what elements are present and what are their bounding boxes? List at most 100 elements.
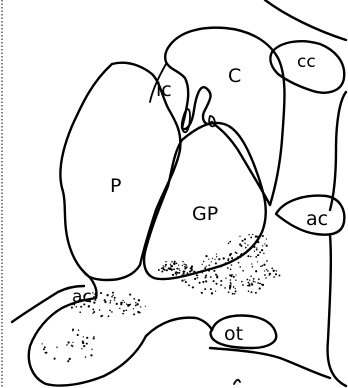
stipple-dot: [230, 282, 232, 284]
stipple-dot: [251, 291, 253, 293]
stipple-dot: [245, 247, 247, 249]
stipple-dot: [234, 293, 236, 295]
stipple-dot: [82, 340, 84, 342]
stipple-dot: [213, 270, 215, 272]
stipple-dot: [112, 292, 114, 294]
stipple-dot: [220, 266, 221, 267]
stipple-dot: [42, 343, 43, 344]
stipple-dot: [233, 276, 235, 278]
stipple-dot: [248, 282, 250, 284]
stipple-dot: [249, 283, 251, 285]
stipple-dot: [252, 266, 254, 268]
stipple-dot: [194, 278, 196, 280]
stipple-dot: [266, 269, 267, 270]
stipple-dot: [228, 243, 230, 245]
stipple-dot: [262, 245, 263, 246]
stipple-dot: [275, 273, 277, 275]
optic-tract-shape: [211, 316, 277, 348]
stipple-dot: [86, 343, 88, 345]
stipple-dot: [111, 296, 113, 298]
stipple-dot: [254, 281, 255, 282]
stipple-dot: [269, 275, 270, 276]
stipple-dot: [92, 308, 94, 310]
label-internal-capsule: ic: [156, 79, 172, 101]
stipple-dot: [182, 261, 183, 262]
stipple-dot: [232, 293, 234, 295]
stipple-dot: [255, 270, 257, 272]
stipple-dot: [251, 263, 252, 264]
stipple-dot: [182, 265, 183, 266]
stipple-dot: [223, 257, 225, 259]
stipple-dot: [121, 302, 123, 304]
stipple-dot: [255, 292, 257, 294]
stipple-dot: [72, 342, 73, 343]
stipple-dot: [248, 290, 250, 292]
stipple-dot: [264, 274, 266, 276]
stipple-dot: [122, 313, 124, 315]
stipple-dot: [265, 277, 267, 279]
stipple-dot: [238, 262, 240, 264]
stipple-dot: [262, 235, 264, 237]
stipple-dot: [263, 253, 264, 254]
stipple-dot: [251, 283, 252, 284]
stipple-dot: [176, 268, 178, 270]
stipple-dot: [85, 356, 87, 358]
stipple-dot: [170, 265, 172, 267]
stipple-dot: [56, 346, 57, 347]
stipple-dot: [125, 309, 127, 311]
stipple-dot: [109, 302, 111, 304]
stipple-dot: [193, 271, 195, 273]
stipple-dot: [262, 265, 264, 267]
stipple-dot: [104, 301, 106, 303]
stipple-dot: [190, 267, 192, 269]
stipple-dot: [248, 234, 249, 235]
stipple-dot: [231, 274, 233, 276]
stipple-dot: [273, 276, 275, 278]
stipple-dot: [184, 271, 186, 273]
midline-stub: [234, 380, 240, 384]
stipple-dot: [233, 286, 235, 288]
stipple-dot: [175, 271, 177, 273]
stipple-dot: [276, 270, 277, 271]
stipple-dot: [229, 274, 231, 276]
stipple-dot: [228, 291, 230, 293]
label-anterior-commissure-right: ac: [306, 208, 328, 230]
stipple-dot: [165, 261, 166, 262]
stipple-dot: [239, 236, 240, 237]
stipple-dot: [230, 279, 232, 281]
stipple-dot: [208, 258, 209, 259]
stipple-dot: [257, 282, 259, 284]
stipple-dot: [79, 311, 81, 313]
stipple-dot: [242, 240, 244, 242]
stipple-dot: [171, 269, 173, 271]
stipple-dot: [178, 268, 179, 269]
stipple-dot: [181, 274, 183, 276]
stipple-dot: [253, 246, 255, 248]
stipple-dot: [185, 267, 187, 269]
label-globus-pallidus: GP: [192, 203, 218, 225]
stipple-dot: [135, 304, 137, 306]
stipple-dot: [235, 288, 236, 289]
stipple-dot: [227, 267, 229, 269]
stipple-dot: [93, 296, 94, 297]
stipple-dot: [213, 280, 215, 282]
stipple-dot: [86, 337, 88, 339]
stipple-dot: [205, 280, 207, 282]
stipple-dot: [119, 308, 120, 309]
stipple-dot: [111, 311, 113, 313]
stipple-dot: [190, 274, 191, 275]
stipple-dot: [230, 283, 231, 284]
stipple-dot: [122, 300, 123, 301]
label-putamen: P: [110, 175, 121, 197]
stipple-dot: [72, 346, 73, 347]
stipple-dot: [204, 269, 206, 271]
stipple-dot: [235, 274, 236, 275]
label-caudate: C: [228, 65, 241, 87]
stipple-dot: [176, 274, 177, 275]
stipple-dot: [183, 273, 185, 275]
stipple-dot: [100, 292, 102, 294]
stipple-dot: [139, 312, 140, 313]
stipple-dot: [171, 261, 173, 263]
stipple-dot: [135, 302, 136, 303]
stipple-dot: [241, 281, 243, 283]
